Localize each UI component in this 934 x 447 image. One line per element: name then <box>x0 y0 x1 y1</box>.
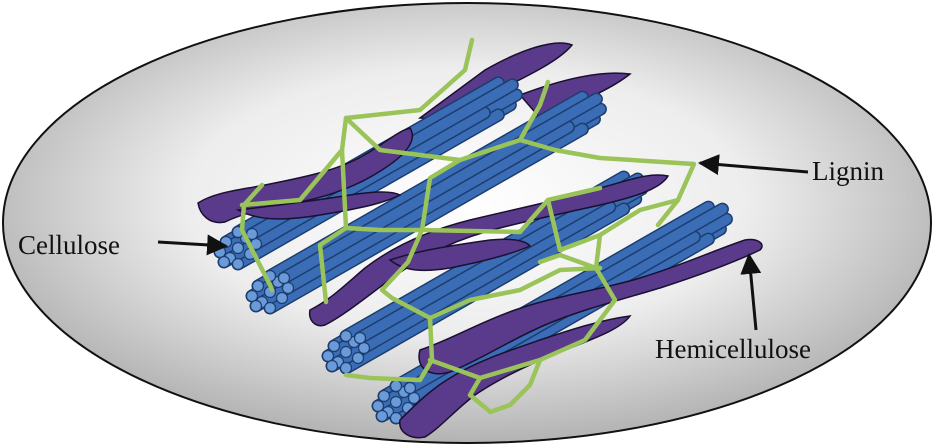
cellulose-fibril-end <box>341 347 352 358</box>
cellulose-fibril-end <box>265 303 276 314</box>
cellulose-fibril-end <box>391 381 402 392</box>
lignin-label: Lignin <box>812 158 884 185</box>
cellulose-fibril-end <box>279 273 290 284</box>
cellulose-fibril-end <box>253 281 264 292</box>
cellulose-label: Cellulose <box>18 232 120 259</box>
cellulose-fibril-end <box>373 401 384 412</box>
cellulose-fibril-end <box>329 341 340 352</box>
cellulose-fibril-end <box>353 353 364 364</box>
cellulose-fibril-end <box>359 343 370 354</box>
cellulose-fibril-end <box>233 259 244 270</box>
hemicellulose-label: Hemicellulose <box>655 336 811 363</box>
cellulose-fibril-end <box>277 293 288 304</box>
cellulose-fibril-end <box>327 361 338 372</box>
cellulose-fibril-end <box>323 351 334 362</box>
cellulose-fibril-end <box>219 257 230 268</box>
cellulose-fibril-end <box>283 283 294 294</box>
cellulose-fibril-end <box>355 333 366 344</box>
cellulose-fibril-end <box>391 397 402 408</box>
cellulose-fibril-end <box>377 411 388 422</box>
cellulose-fibril-end <box>341 331 352 342</box>
cellulose-fibril-end <box>341 363 352 374</box>
cellulose-fibril-end <box>251 301 262 312</box>
cellulose-fibril-end <box>215 247 226 258</box>
cellulose-fibril-end <box>247 291 258 302</box>
cellulose-fibril-end <box>233 243 244 254</box>
cellulose-fibril-end <box>379 391 390 402</box>
cellulose-fibril-end <box>405 383 416 394</box>
